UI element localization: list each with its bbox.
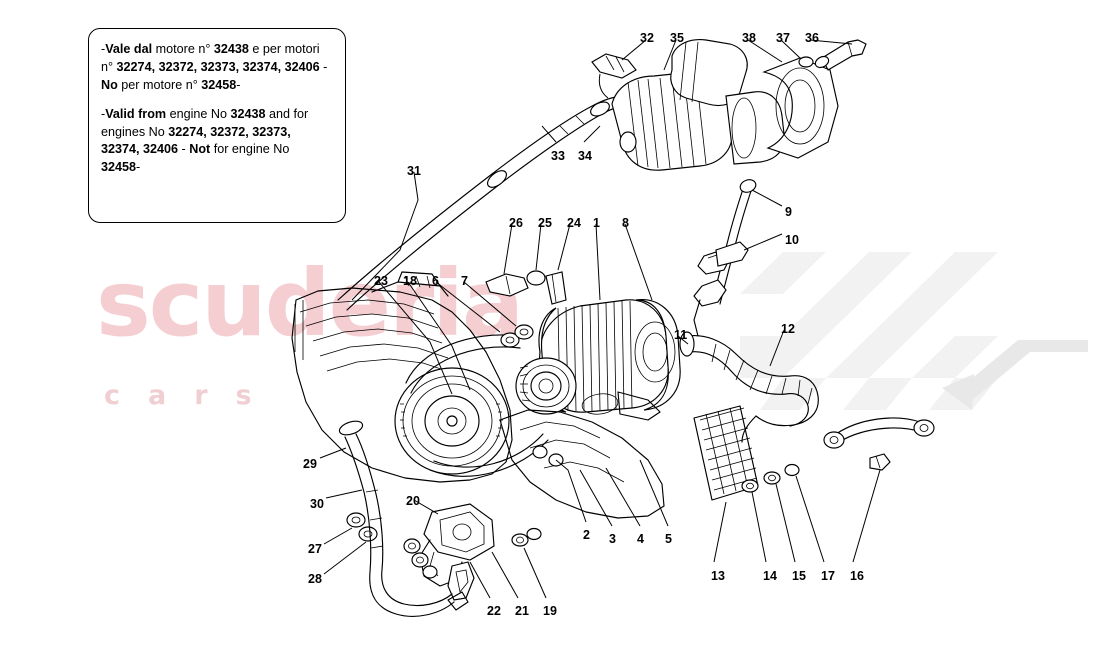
callout-number: 20 — [406, 494, 420, 508]
callout-number: 24 — [567, 216, 581, 230]
callout-number: 21 — [515, 604, 529, 618]
callout-number: 31 — [407, 164, 421, 178]
callout-number: 34 — [578, 149, 592, 163]
callout-number: 23 — [374, 274, 388, 288]
callout-number: 17 — [821, 569, 835, 583]
callout-number: 33 — [551, 149, 565, 163]
crankshaft-pulley — [394, 367, 510, 475]
callout-number: 1 — [593, 216, 600, 230]
callout-number: 36 — [805, 31, 819, 45]
callout-number: 7 — [461, 274, 468, 288]
callout-number: 9 — [785, 205, 792, 219]
note-italian: -Vale dal motore n° 32438 e per motori n… — [101, 42, 328, 92]
leader-lines — [319, 39, 881, 599]
callout-number: 18 — [403, 274, 417, 288]
tensioner-bracket — [419, 503, 495, 601]
hose-fittings-cluster — [485, 270, 567, 348]
callout-number: 28 — [308, 572, 322, 586]
callout-number: 37 — [776, 31, 790, 45]
callout-number: 22 — [487, 604, 501, 618]
coolant-hose-right — [679, 331, 819, 443]
callout-number: 13 — [711, 569, 725, 583]
dipstick-rod — [693, 179, 757, 337]
callout-number: 29 — [303, 457, 317, 471]
callout-number: 6 — [432, 274, 439, 288]
callout-number: 27 — [308, 542, 322, 556]
callout-number: 26 — [509, 216, 523, 230]
callout-number: 10 — [785, 233, 799, 247]
callout-number: 16 — [850, 569, 864, 583]
fastener-stack-left — [346, 512, 438, 579]
callout-number: 19 — [543, 604, 557, 618]
callout-number: 35 — [670, 31, 684, 45]
callout-number: 12 — [781, 322, 795, 336]
alternator-pulley — [515, 357, 577, 415]
coolant-hose-left — [338, 420, 469, 617]
watermark-brand: scuderia — [96, 250, 524, 357]
callout-number: 2 — [583, 528, 590, 542]
callout-number: 11 — [674, 328, 688, 342]
callout-number: 38 — [742, 31, 756, 45]
callout-number: 32 — [640, 31, 654, 45]
callout-number: 30 — [310, 497, 324, 511]
engine-block — [291, 271, 513, 483]
watermark-sub: cars — [104, 380, 280, 411]
note-english: -Valid from engine No 32438 and for engi… — [101, 106, 309, 175]
alternator — [515, 299, 681, 415]
callout-number: 5 — [665, 532, 672, 546]
lower-engine-casing — [499, 391, 665, 519]
callout-number: 4 — [637, 532, 644, 546]
callout-number: 3 — [609, 532, 616, 546]
callout-number: 14 — [763, 569, 777, 583]
ground-strap — [823, 417, 935, 471]
starter-motor — [611, 39, 867, 171]
callout-number: 25 — [538, 216, 552, 230]
lower-fasteners — [511, 445, 564, 547]
callout-number: 15 — [792, 569, 806, 583]
note-box: -Vale dal motore n° 32438 e per motori n… — [88, 28, 346, 223]
fastener-stack-right — [741, 463, 800, 493]
coolant-hose-upper — [337, 53, 637, 311]
callout-number: 8 — [622, 216, 629, 230]
